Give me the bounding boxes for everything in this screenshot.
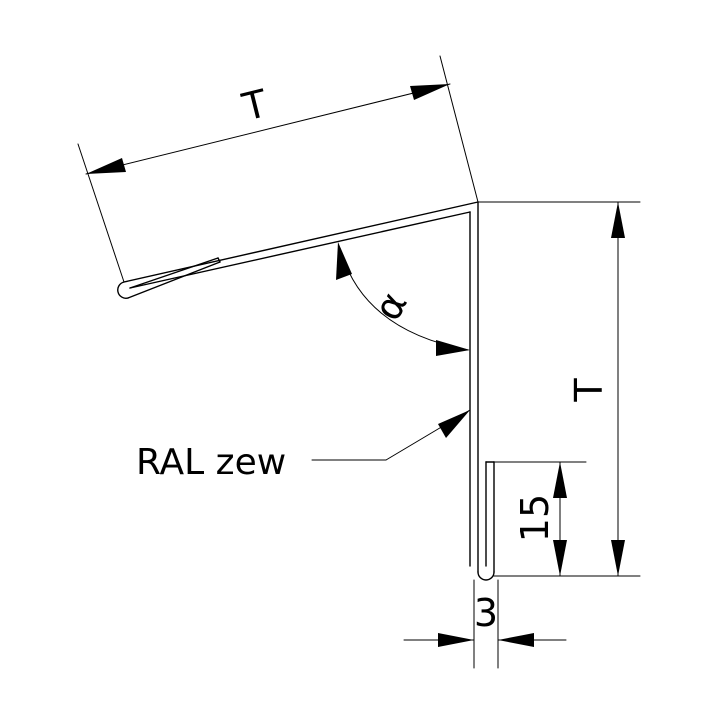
right-arrow-top <box>611 202 625 238</box>
fold-arrow-bottom <box>553 540 567 576</box>
callout-ral-zew: RAL zew <box>136 409 471 483</box>
angle-arrow-top <box>336 242 352 280</box>
dimension-top-length: T <box>77 55 479 283</box>
top-dimension-line <box>85 83 451 175</box>
profile-outline <box>117 201 495 581</box>
top-extension-left <box>77 143 125 283</box>
angle-label: α <box>365 285 416 328</box>
bottom-width-label: 3 <box>474 591 498 635</box>
top-leg-outer-edge <box>123 201 479 283</box>
top-length-label: T <box>237 81 272 130</box>
right-height-label: T <box>567 378 611 403</box>
left-hem-end <box>217 257 221 263</box>
dimension-bottom-width: 3 <box>403 579 567 669</box>
top-extension-right <box>439 55 479 203</box>
left-hem-upper-edge <box>129 257 219 289</box>
top-arrow-left <box>86 158 126 174</box>
bottom-arrow-right <box>498 633 534 647</box>
fold-height-label: 15 <box>513 494 557 542</box>
left-hem-bend <box>117 281 129 299</box>
bottom-fold-outer-bend <box>477 571 495 581</box>
right-arrow-bottom <box>611 540 625 576</box>
callout-label: RAL zew <box>136 442 286 483</box>
angle-dimension: α <box>336 242 470 356</box>
callout-arrow <box>438 410 470 438</box>
left-hem-lower-edge <box>127 261 221 299</box>
bottom-arrow-left <box>438 633 474 647</box>
dimension-fold-height: 15 <box>493 461 587 577</box>
top-arrow-right <box>410 84 450 100</box>
fold-arrow-top <box>553 462 567 498</box>
angle-arrow-right <box>436 340 470 356</box>
dimension-right-height: T <box>477 201 641 577</box>
